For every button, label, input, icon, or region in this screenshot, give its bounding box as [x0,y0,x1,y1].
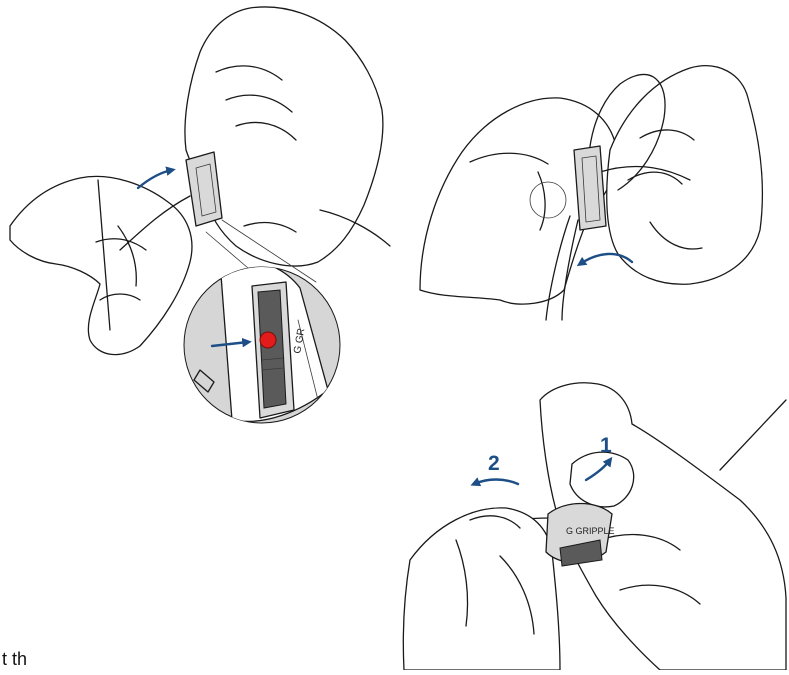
step-number-1: 1 [600,434,612,457]
curved-arrow-icon [138,170,172,188]
step-number-2: 2 [488,452,500,475]
panel-release: G GRIPPLE 1 2 [403,383,786,670]
panel-loop [420,66,762,320]
svg-text:G GRIPPLE: G GRIPPLE [566,526,615,536]
footer-text-fragment: t th [2,649,27,669]
indicator-dot-icon [260,332,276,348]
panel-insert: G GR [10,7,390,423]
curved-arrow-icon [474,480,518,485]
